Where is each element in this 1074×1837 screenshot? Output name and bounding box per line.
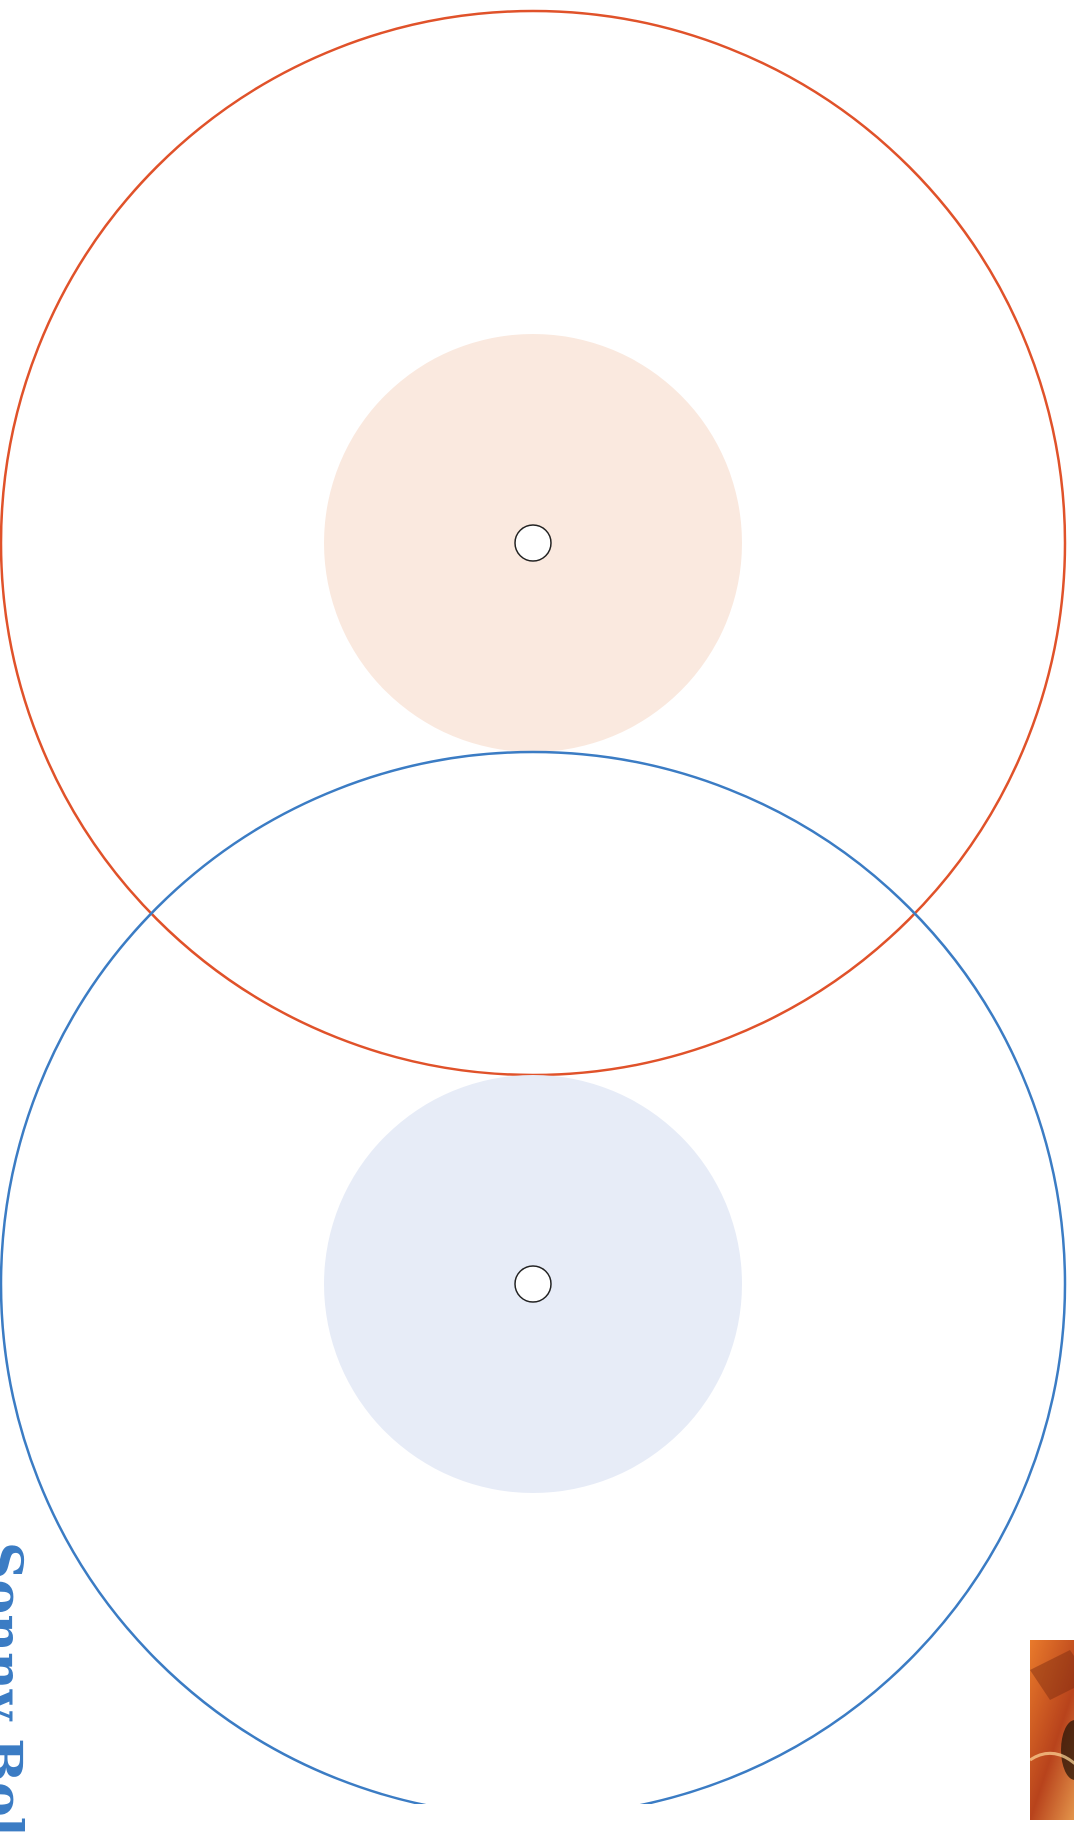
bottom-disc [1, 752, 1065, 1804]
cover-thumbnail [1030, 1640, 1074, 1820]
top-disc [1, 11, 1065, 1075]
top-disc-spindle-hole [515, 525, 551, 561]
bottom-disc-spindle-hole [515, 1266, 551, 1302]
artist-name-label: Sonny Bol [0, 1542, 28, 1837]
